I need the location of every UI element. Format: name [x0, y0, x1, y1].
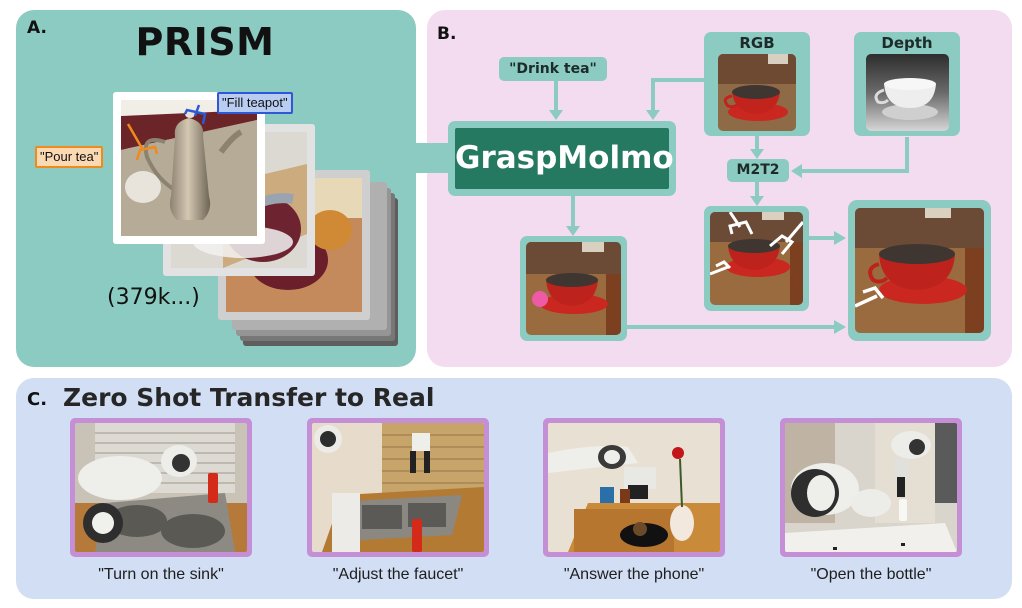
m2t2-box: M2T2 [727, 159, 789, 182]
real-example-photo-faucet [307, 418, 489, 557]
fill-teapot-tag: "Fill teapot" [217, 92, 293, 114]
grasp-annotation-marks [126, 104, 207, 161]
predicted-grasp-point-marker [532, 291, 548, 307]
final-grasp-mark [855, 285, 885, 308]
panel-b-letter: B. [437, 24, 457, 44]
point-prediction-frame [520, 236, 627, 341]
real-example-caption: "Answer the phone" [563, 566, 705, 583]
panel-a-letter: A. [27, 18, 47, 38]
real-example-caption: "Turn on the sink" [98, 566, 224, 583]
rgb-label: RGB [739, 34, 775, 52]
real-example-photo-bottle [780, 418, 962, 557]
final-grasp-frame [848, 200, 991, 341]
graspmolmo-model-box: GraspMolmo [455, 128, 674, 189]
dataset-count: (379k...) [107, 285, 200, 310]
point-prediction-image [526, 242, 621, 335]
depth-cup-image [866, 54, 949, 131]
panel-c-title: Zero Shot Transfer to Real [63, 383, 435, 412]
prism-title: PRISM [135, 20, 275, 64]
grasp-candidates-image [710, 212, 803, 305]
instruction-box: "Drink tea" [499, 57, 607, 81]
final-grasp-image [855, 208, 984, 333]
rgb-cup-image [718, 54, 796, 131]
grasp-candidates-frame [704, 206, 809, 311]
panel-connector [416, 143, 451, 173]
grasp-candidate-marks [710, 212, 803, 276]
panel-c-letter: C. [27, 389, 48, 410]
depth-input-frame: Depth [854, 32, 960, 136]
real-example-photo-sink [70, 418, 252, 557]
pour-tea-tag: "Pour tea" [35, 146, 104, 168]
real-example-photo-phone [543, 418, 725, 557]
real-example-caption: "Adjust the faucet" [332, 566, 464, 583]
depth-label: Depth [881, 34, 933, 52]
dataset-card-teapot-main [113, 92, 265, 244]
rgb-input-frame: RGB [704, 32, 810, 136]
real-example-caption: "Open the bottle" [810, 566, 932, 583]
